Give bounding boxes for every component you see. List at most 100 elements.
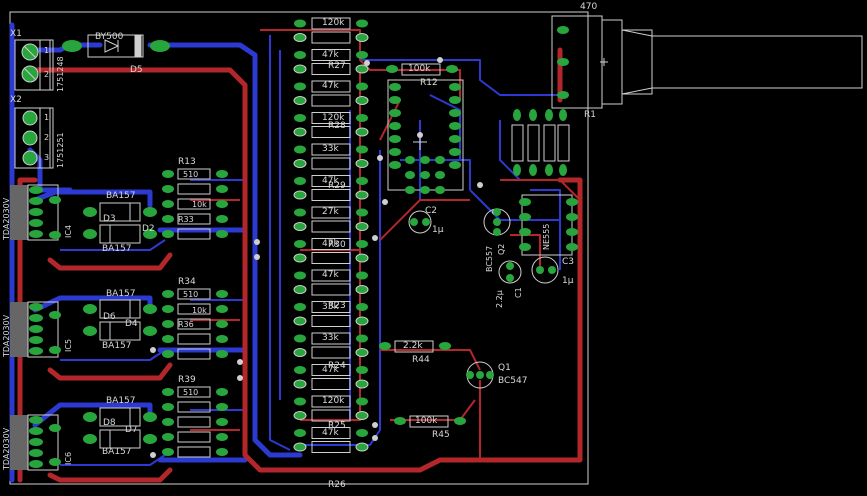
ladder-pad [355, 33, 369, 42]
ic5-body [10, 301, 59, 358]
r12-body [401, 63, 441, 76]
ladder-pad [293, 96, 307, 105]
ladder-pad [356, 271, 368, 280]
ladder-pad [356, 114, 368, 122]
label-ne555: NE555 [542, 223, 551, 250]
ladder-resistor [311, 112, 351, 124]
ic-center-pads [389, 83, 461, 194]
ladder-resistor [311, 252, 351, 264]
ladder-pad [356, 208, 368, 217]
ladder-pad [355, 285, 369, 294]
ladder-pad [355, 442, 369, 452]
ladder-pad [293, 33, 307, 42]
label-d3-type: BA157 [106, 191, 136, 201]
ladder-pad [356, 19, 368, 28]
ladder-resistor [311, 395, 351, 408]
ladder-pad [356, 82, 368, 91]
label-by500: BY500 [95, 32, 124, 42]
ladder-resistor [311, 220, 351, 233]
ladder-pad [294, 271, 306, 280]
ladder-pad [356, 145, 368, 154]
ladder-pad [293, 222, 307, 231]
bottom-copper-traces [9, 22, 303, 483]
ladder-resistor [311, 63, 351, 75]
ladder-resistor [311, 378, 351, 390]
ladder-pad [356, 429, 368, 437]
ladder-pad [355, 159, 369, 168]
ladder-pad [293, 159, 307, 168]
ladder-resistor [311, 238, 351, 250]
label-r33-value: 10k [192, 200, 207, 209]
ladder-label: R23 [328, 301, 346, 311]
ladder-resistor [311, 315, 351, 327]
ladder-resistor [311, 143, 351, 156]
label-pot-name: R1 [584, 110, 596, 120]
ladder-resistor [311, 189, 351, 201]
connector-x1 [14, 39, 54, 91]
label-d7-type: BA157 [102, 447, 132, 457]
ladder-value: 47k [322, 81, 339, 91]
ladder-resistor [311, 31, 351, 44]
label-ic5-part: TDA2030V [2, 314, 11, 357]
label-x1-part: 1751248 [56, 56, 65, 92]
ladder-pad [355, 96, 369, 105]
label-d4-type: BA157 [102, 341, 132, 351]
ladder-pad [355, 253, 369, 263]
ladder-label: R25 [328, 421, 346, 431]
ladder-value: 47k [322, 270, 339, 280]
ladder-pad [356, 366, 368, 374]
vias [150, 57, 498, 458]
ladder-pad [294, 145, 306, 154]
ladder-pad [294, 240, 306, 248]
label-c1: C1 [514, 287, 523, 298]
diode-d5 [62, 34, 170, 58]
potentiometer-r1 [551, 15, 863, 109]
ladder-pad [356, 397, 368, 406]
ladder-label: R27 [328, 61, 346, 71]
ic-pads [29, 186, 61, 468]
ladder-value: 47k [322, 49, 339, 60]
label-r34-value: 510 [183, 290, 199, 299]
label-x2-pin1: 1 [44, 113, 50, 122]
ladder-value: 47k [322, 238, 339, 249]
ladder-pad [355, 411, 369, 420]
ladder-pad [293, 64, 307, 74]
label-d6-type: BA157 [106, 289, 136, 299]
label-r39: R39 [178, 375, 196, 385]
small-diodes [99, 202, 141, 449]
label-r44: R44 [412, 355, 430, 365]
ladder-pad [293, 127, 307, 137]
ladder-pad [293, 442, 307, 452]
ladder-resistor [311, 332, 351, 345]
label-r36-value: 10k [192, 306, 207, 315]
ladder-pad [294, 51, 306, 59]
ladder-pad [293, 253, 307, 263]
ladder-pad [294, 397, 306, 406]
ladder-pad [355, 379, 369, 389]
ladder-pad [294, 429, 306, 437]
label-r13-value: 510 [183, 170, 199, 179]
label-r44-value: 2.2k [403, 341, 423, 351]
label-r36: R36 [178, 320, 194, 329]
ladder-value: 47k [322, 175, 339, 186]
ladder-pad [355, 64, 369, 74]
label-r39-value: 510 [183, 388, 199, 397]
ladder-resistor [311, 49, 351, 61]
ladder-pad [355, 190, 369, 200]
label-d8: D8 [103, 418, 116, 428]
ladder-resistor [311, 441, 351, 453]
ladder-value: 33k [322, 333, 339, 343]
label-d2: D2 [142, 224, 155, 234]
label-x2-pin3: 3 [44, 153, 50, 162]
diode-pads [83, 207, 157, 444]
label-q1-type: BC547 [498, 376, 528, 386]
ladder-resistor [311, 206, 351, 219]
ic4-body [10, 184, 59, 241]
ladder-pad [293, 411, 307, 420]
label-x2-part: 1751251 [56, 132, 65, 168]
ladder-pad [294, 114, 306, 122]
ladder-resistor [311, 269, 351, 282]
ladder-pad [294, 303, 306, 311]
ladder-resistor [311, 80, 351, 93]
label-q2: Q2 [497, 243, 506, 255]
